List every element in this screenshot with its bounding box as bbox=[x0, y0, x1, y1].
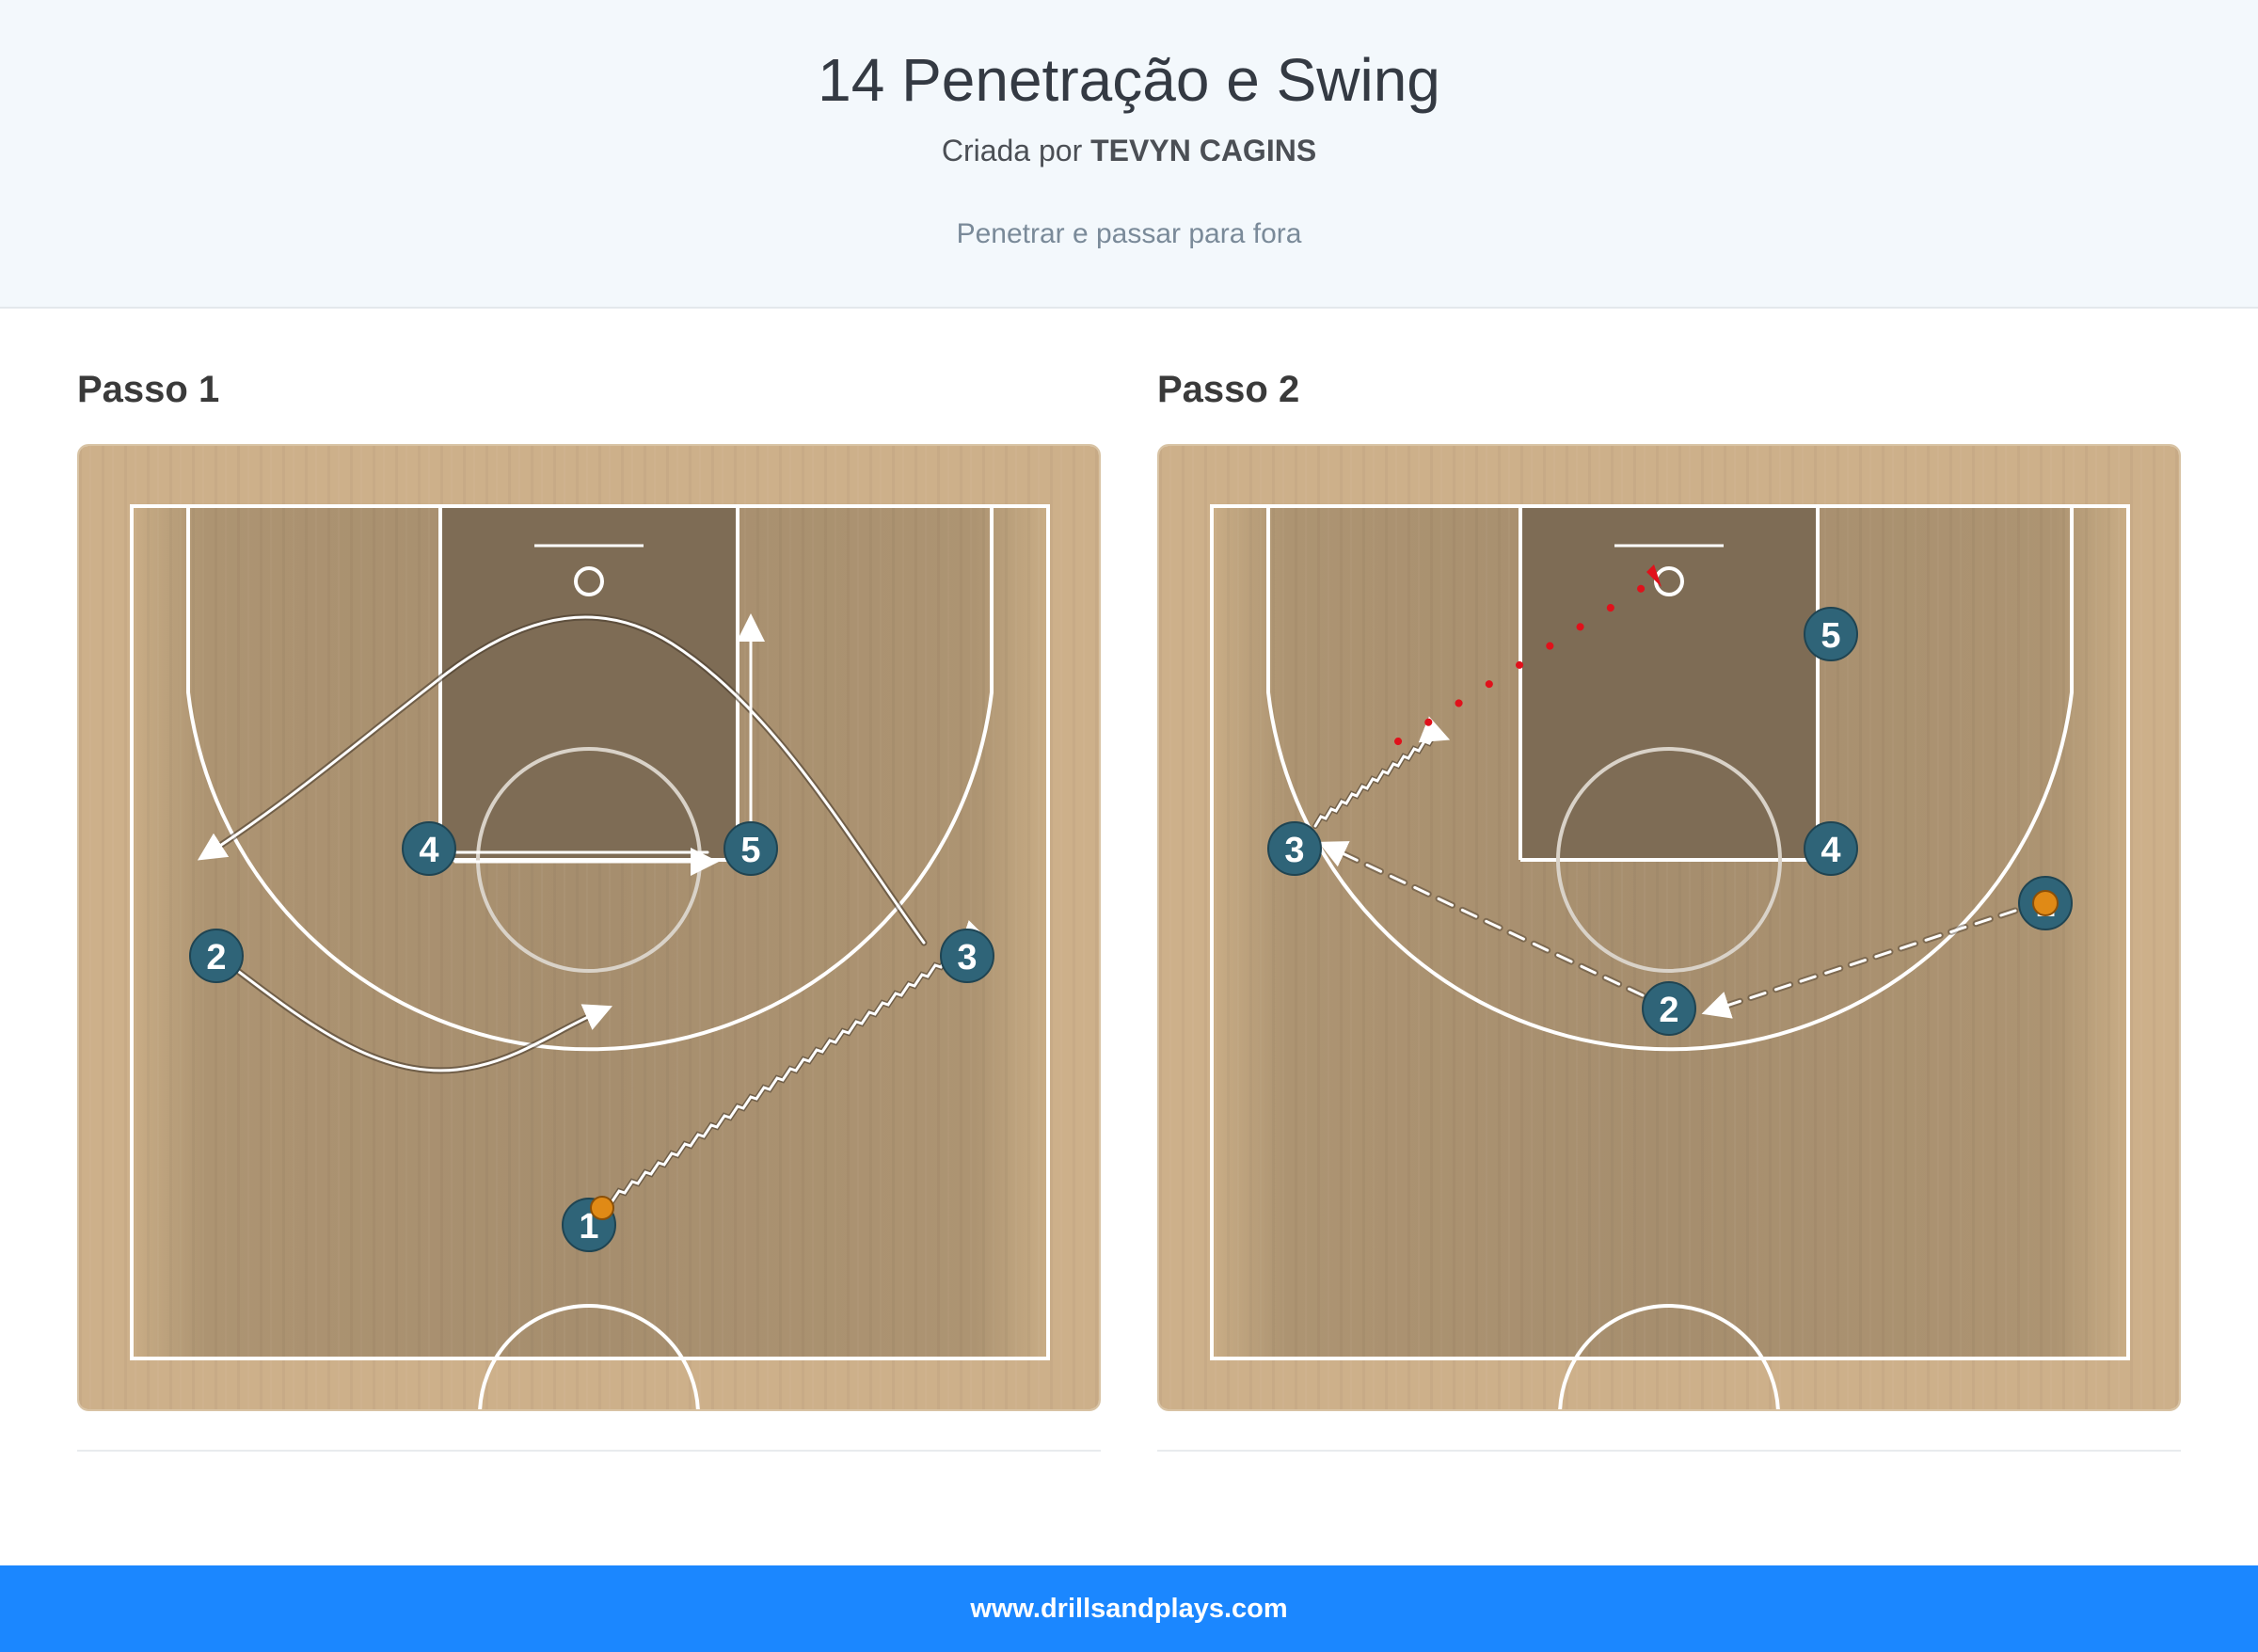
svg-text:2: 2 bbox=[1659, 991, 1678, 1030]
center-circle bbox=[478, 1304, 700, 1409]
svg-text:3: 3 bbox=[1284, 831, 1304, 870]
created-by-label: Criada por bbox=[941, 134, 1083, 167]
basket-hoop bbox=[574, 566, 604, 596]
player-4: 4 bbox=[1804, 821, 1858, 876]
player-3: 3 bbox=[940, 929, 994, 983]
player-3: 3 bbox=[1267, 821, 1322, 876]
svg-text:4: 4 bbox=[419, 831, 438, 870]
player-2: 2 bbox=[1642, 981, 1696, 1036]
author-name: TEVYN CAGINS bbox=[1090, 134, 1317, 167]
player-1: 1 bbox=[562, 1196, 616, 1252]
step-2-court: 2 3 4 5 1 bbox=[1157, 444, 2181, 1411]
paint-area bbox=[1520, 506, 1818, 860]
footer-link[interactable]: www.drillsandplays.com bbox=[970, 1594, 1288, 1624]
center-circle bbox=[1558, 1304, 1780, 1409]
svg-text:5: 5 bbox=[740, 831, 760, 870]
step-1-title: Passo 1 bbox=[77, 369, 220, 410]
paint-area bbox=[440, 506, 738, 860]
page-header: 14 Penetração e Swing Criada por TEVYN C… bbox=[0, 0, 2258, 309]
three-point-line bbox=[186, 506, 994, 1052]
basketball-icon bbox=[2032, 890, 2059, 916]
court-boundary bbox=[130, 504, 1050, 1360]
play-description: Penetrar e passar para fora bbox=[956, 218, 1302, 249]
page-title: 14 Penetração e Swing bbox=[818, 46, 1440, 114]
player-5: 5 bbox=[1804, 607, 1858, 661]
step-2-divider bbox=[1157, 1450, 2181, 1452]
author-byline: Criada por TEVYN CAGINS bbox=[0, 134, 2258, 168]
svg-text:5: 5 bbox=[1821, 616, 1840, 656]
player-4: 4 bbox=[402, 821, 456, 876]
player-1: 1 bbox=[2018, 876, 2073, 930]
court-boundary bbox=[1210, 504, 2130, 1360]
step-2-title: Passo 2 bbox=[1157, 369, 1300, 410]
svg-text:4: 4 bbox=[1821, 831, 1840, 870]
svg-text:2: 2 bbox=[206, 938, 226, 977]
svg-text:3: 3 bbox=[957, 938, 977, 977]
basketball-icon bbox=[590, 1196, 614, 1220]
site-footer: www.drillsandplays.com bbox=[0, 1565, 2258, 1652]
step-1-court: 1 2 3 4 5 bbox=[77, 444, 1101, 1411]
step-1-divider bbox=[77, 1450, 1101, 1452]
player-2: 2 bbox=[189, 929, 244, 983]
player-5: 5 bbox=[724, 821, 778, 876]
